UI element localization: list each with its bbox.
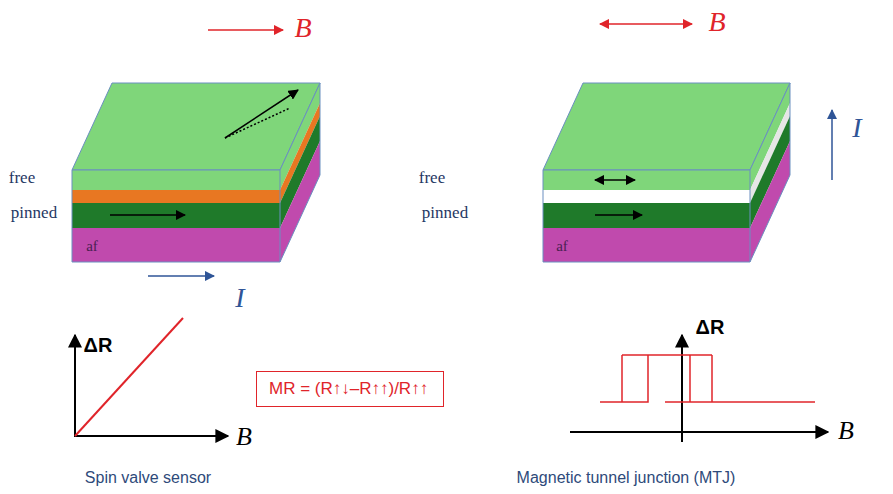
field-arrow: [208, 29, 283, 31]
layer-label: free: [9, 169, 35, 188]
caption-label: Spin valve sensor: [85, 469, 211, 487]
hysteresis-plot: [570, 335, 828, 442]
layer-label: pinned: [11, 204, 57, 223]
spin-valve-stack: [72, 83, 320, 262]
layer-label: pinned: [422, 204, 468, 223]
axis-label: ΔR: [84, 334, 113, 356]
linear-response-plot: [74, 318, 228, 436]
layer-label: af: [556, 238, 568, 255]
current-label: I: [235, 283, 244, 314]
field-arrow: [600, 23, 692, 25]
layer-label: free: [419, 169, 445, 188]
axis-label: B: [236, 423, 252, 452]
current-arrow: [148, 275, 214, 277]
axis-label: B: [838, 417, 854, 446]
caption-label: Magnetic tunnel junction (MTJ): [517, 469, 736, 487]
layer-label: af: [86, 238, 98, 255]
formula-text: MR = (R↑↓–R↑↑)/R↑↑: [269, 379, 431, 399]
formula-box: MR = (R↑↓–R↑↑)/R↑↑: [256, 371, 444, 407]
current-arrow: [831, 110, 833, 180]
mtj-stack: [543, 83, 790, 262]
axis-label: ΔR: [696, 316, 725, 338]
field-label: B: [294, 13, 311, 44]
current-label: I: [852, 113, 861, 144]
field-label: B: [708, 7, 725, 38]
